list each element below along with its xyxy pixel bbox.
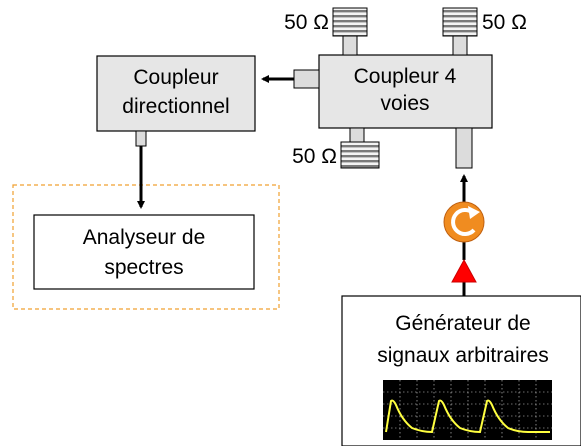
generateur-line2: signaux arbitraires [377,344,549,367]
coupleur-4-voies-line1: Coupleur 4 [354,65,457,88]
analyseur-line2: spectres [104,256,183,279]
termination-bottom: 50 Ω [292,127,380,169]
50-ohm-load-icon [340,141,380,169]
50-ohm-load-icon [442,7,478,37]
circulator-icon [443,201,485,243]
coupleur-4-voies-line2: voies [380,92,429,115]
50-ohm-load-icon [332,7,368,37]
scope-trace [385,399,550,434]
generateur-line1: Générateur de [395,312,530,335]
oscilloscope-screen-icon [383,380,552,440]
termination-top-right-label: 50 Ω [482,11,527,34]
coupleur-4-voies-bottom-port [455,127,473,169]
termination-top-left-label: 50 Ω [284,11,329,34]
coupleur-directionnel: Coupleur directionnel [96,55,256,132]
coupleur-4-voies: Coupleur 4 voies [318,54,493,129]
analyseur-line1: Analyseur de [83,226,206,249]
termination-top-right: 50 Ω [442,7,527,56]
termination-top-left: 50 Ω [284,7,368,56]
coupleur-directionnel-line2: directionnel [122,95,229,118]
amplifier-triangle-icon [451,258,477,283]
analyseur-de-spectres: Analyseur de spectres [33,214,255,290]
coupleur-directionnel-output-port [135,130,147,147]
coupleur-directionnel-line1: Coupleur [133,66,218,89]
coupleur-4-voies-left-port [293,69,320,89]
termination-bottom-label: 50 Ω [292,145,337,168]
analyseur-dashed-frame [12,184,280,310]
